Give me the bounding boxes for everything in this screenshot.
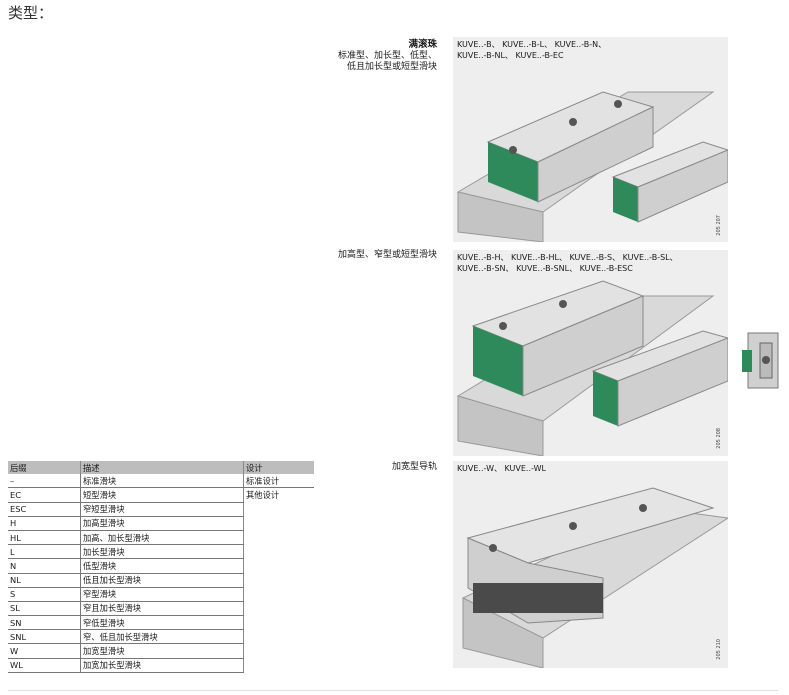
linear-guide-illustration xyxy=(456,91,728,242)
product-panel-wide: KUVE..-W、 KUVE..-WL 205 210 xyxy=(453,461,728,668)
linear-guide-illustration xyxy=(456,280,728,456)
page-title: 类型： xyxy=(8,4,54,22)
caption-line: 标准型、加长型、低型、 xyxy=(337,50,437,61)
caption-title: 满滚珠 xyxy=(408,39,437,50)
product-codes: KUVE..-B、 KUVE..-B-L、 KUVE..-B-N、 KUVE..… xyxy=(457,40,607,60)
drawing-number: 205 210 xyxy=(716,639,722,660)
drawing-number: 205 208 xyxy=(716,428,722,449)
header-suffix: 后缀 xyxy=(8,461,81,475)
section-caption-wide: 加宽型导轨 xyxy=(392,462,437,474)
section-caption-full-ball: 满滚珠 标准型、加长型、低型、 低且加长型或短型滑块 xyxy=(338,39,437,74)
table-header-row: 后缀 描述 设计 xyxy=(8,461,314,475)
product-panel-standard: KUVE..-B、 KUVE..-B-L、 KUVE..-B-N、 KUVE..… xyxy=(453,37,728,242)
product-panel-high: KUVE..-B-H、 KUVE..-B-HL、 KUVE..-B-S、 KUV… xyxy=(453,250,728,456)
profile-thumbnail xyxy=(742,332,779,389)
product-codes: KUVE..-W、 KUVE..-WL xyxy=(457,464,546,473)
section-caption-high-narrow: 加高型、窄型或短型滑块 xyxy=(338,250,437,262)
linear-guide-illustration xyxy=(461,487,728,668)
drawing-number: 205 207 xyxy=(716,215,722,236)
caption-line: 加高型、窄型或短型滑块 xyxy=(337,250,437,260)
divider xyxy=(8,690,778,691)
product-codes: KUVE..-B-H、 KUVE..-B-HL、 KUVE..-B-S、 KUV… xyxy=(457,253,678,273)
header-description: 描述 xyxy=(80,461,244,475)
caption-line: 低且加长型或短型滑块 xyxy=(346,62,437,72)
table-row: –标准滑块标准设计 xyxy=(8,474,314,489)
caption-line: 加宽型导轨 xyxy=(391,462,437,472)
header-design: 设计 xyxy=(243,461,314,475)
